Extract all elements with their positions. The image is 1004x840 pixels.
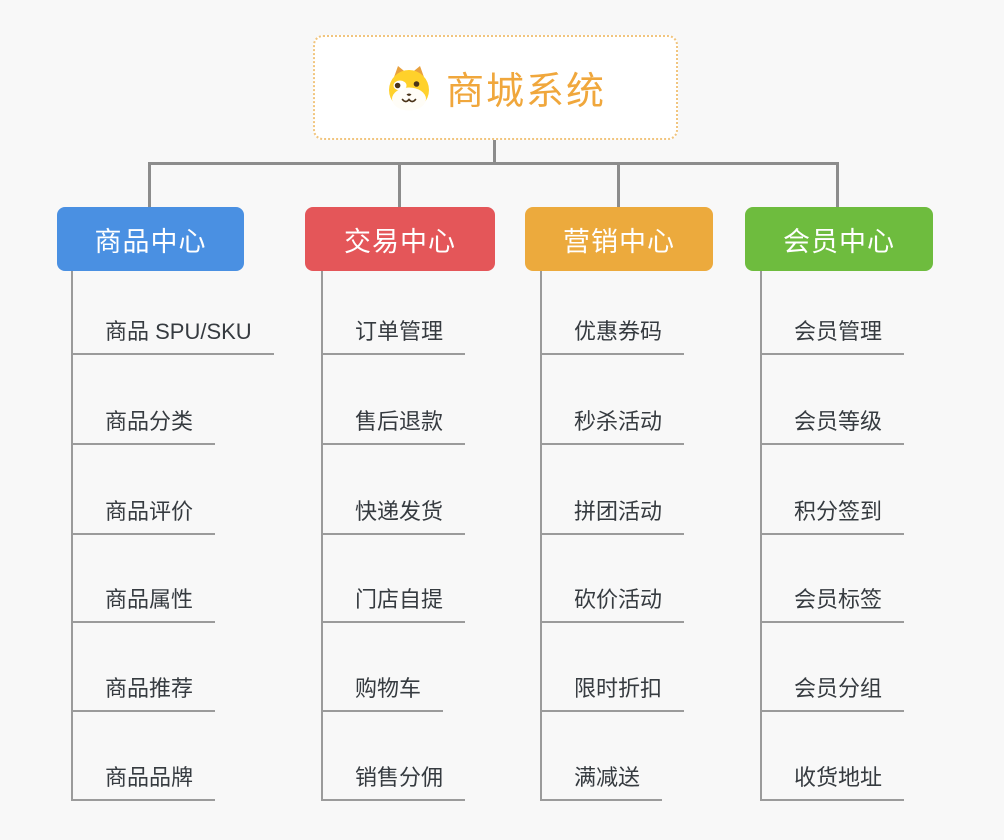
dog-logo-icon [388, 65, 429, 110]
branch-stem-product [71, 271, 73, 801]
branch-stem-member [760, 271, 762, 801]
branch-label: 会员中心 [783, 226, 895, 257]
topic-item[interactable]: 快递发货 [321, 497, 466, 535]
topic-item[interactable]: 积分签到 [760, 497, 905, 535]
topic-item[interactable]: 门店自提 [321, 585, 466, 623]
branch-label: 营销中心 [563, 226, 675, 257]
connector-root-stem [493, 140, 496, 163]
topic-item[interactable]: 购物车 [321, 674, 444, 712]
branch-node-trade[interactable]: 交易中心 [305, 207, 495, 271]
connector-drop-trade [398, 162, 401, 207]
topic-item[interactable]: 商品分类 [71, 407, 216, 445]
root-node[interactable]: 商城系统 [313, 35, 678, 140]
connector-drop-member [836, 162, 839, 207]
topic-item[interactable]: 满减送 [540, 763, 663, 801]
topic-item[interactable]: 订单管理 [321, 317, 466, 355]
branch-label: 商品中心 [94, 226, 207, 257]
branch-label: 交易中心 [344, 226, 456, 257]
root-title: 商城系统 [445, 71, 606, 113]
topic-item[interactable]: 砍价活动 [540, 585, 685, 623]
topic-item[interactable]: 拼团活动 [540, 497, 685, 535]
topic-item[interactable]: 限时折扣 [540, 674, 685, 712]
connector-horizontal-bus [148, 162, 839, 165]
topic-item[interactable]: 会员等级 [760, 407, 905, 445]
branch-stem-marketing [540, 271, 542, 801]
branch-node-marketing[interactable]: 营销中心 [525, 207, 713, 271]
branch-stem-trade [321, 271, 323, 801]
branch-node-member[interactable]: 会员中心 [745, 207, 933, 271]
topic-item[interactable]: 会员管理 [760, 317, 905, 355]
topic-item[interactable]: 销售分佣 [321, 763, 466, 801]
topic-item[interactable]: 商品品牌 [71, 763, 216, 801]
topic-item[interactable]: 会员标签 [760, 585, 905, 623]
topic-item[interactable]: 商品评价 [71, 497, 216, 535]
topic-item[interactable]: 商品属性 [71, 585, 216, 623]
topic-item[interactable]: 商品 SPU/SKU [71, 317, 274, 355]
connector-drop-product [148, 162, 151, 207]
branch-node-product[interactable]: 商品中心 [57, 207, 244, 271]
topic-item[interactable]: 秒杀活动 [540, 407, 685, 445]
topic-item[interactable]: 收货地址 [760, 763, 905, 801]
topic-item[interactable]: 会员分组 [760, 674, 905, 712]
topic-item[interactable]: 售后退款 [321, 407, 466, 445]
topic-item[interactable]: 优惠券码 [540, 317, 685, 355]
topic-item[interactable]: 商品推荐 [71, 674, 216, 712]
connector-drop-marketing [617, 162, 620, 207]
